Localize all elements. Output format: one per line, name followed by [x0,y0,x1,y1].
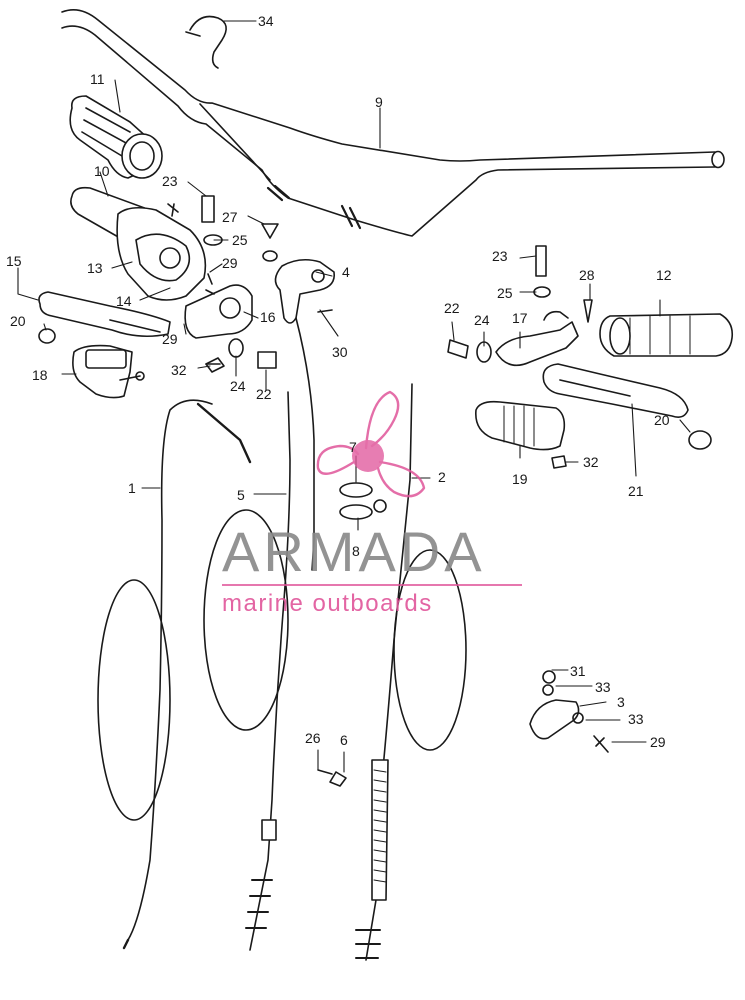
callout-20-right: 20 [654,412,670,428]
callout-27: 27 [222,209,238,225]
cable-rings [339,482,387,520]
cable-clip [185,15,227,69]
callout-29-upper: 29 [222,255,238,271]
callout-3: 3 [617,694,625,710]
callout-30: 30 [332,344,348,360]
throttle-grip [69,95,163,179]
cable-5 [203,391,291,951]
callout-7: 7 [349,439,357,455]
left-switch [72,344,145,399]
callout-24-left: 24 [230,378,246,394]
callout-5: 5 [237,487,245,503]
callout-26: 26 [305,730,321,746]
callout-15: 15 [6,253,22,269]
cable-30 [295,317,315,571]
propeller-icon [316,390,426,498]
callout-33-upper: 33 [595,679,611,695]
watermark-brand: ARMADA [222,520,486,583]
holder-bracket [274,258,336,324]
lever-perch [184,284,253,339]
callout-18: 18 [32,367,48,383]
callout-4: 4 [342,264,350,280]
callout-17: 17 [512,310,528,326]
callout-25-left: 25 [232,232,248,248]
callout-16: 16 [260,309,276,325]
callout-13: 13 [87,260,103,276]
callout-22-right: 22 [444,300,460,316]
callout-34: 34 [258,13,274,29]
callout-20-left: 20 [10,313,26,329]
cable-1 [97,399,252,950]
right-grip [599,313,734,357]
callout-23-left: 23 [162,173,178,189]
callout-6: 6 [340,732,348,748]
lower-bracket [317,670,609,787]
throttle-housing [70,186,207,301]
handlebar [61,9,725,237]
callout-32-right: 32 [583,454,599,470]
callout-10: 10 [94,163,110,179]
callout-2: 2 [438,469,446,485]
callout-31: 31 [570,663,586,679]
callout-9: 9 [375,94,383,110]
callout-11: 11 [90,71,105,87]
leader-lines [17,20,691,773]
watermark-tagline: marine outboards [222,590,433,617]
callout-29-lower: 29 [650,734,666,750]
callout-28: 28 [579,267,595,283]
left-lever [38,291,171,338]
right-switch [475,400,566,451]
callout-1: 1 [128,480,136,496]
callout-8: 8 [352,543,360,559]
callout-24-right: 24 [474,312,490,328]
callout-12: 12 [656,267,672,283]
callout-23-right: 23 [492,248,508,264]
callout-19: 19 [512,471,528,487]
callout-32-left: 32 [171,362,187,378]
callout-25-right: 25 [497,285,513,301]
callout-29-left: 29 [162,331,178,347]
callout-22-left: 22 [256,386,272,402]
callout-21: 21 [628,483,644,499]
watermark-divider [222,584,522,586]
cable-2 [355,383,467,961]
callout-33-lower: 33 [628,711,644,727]
right-lever [542,363,689,418]
callout-14: 14 [116,293,132,309]
right-bracket [495,310,579,367]
